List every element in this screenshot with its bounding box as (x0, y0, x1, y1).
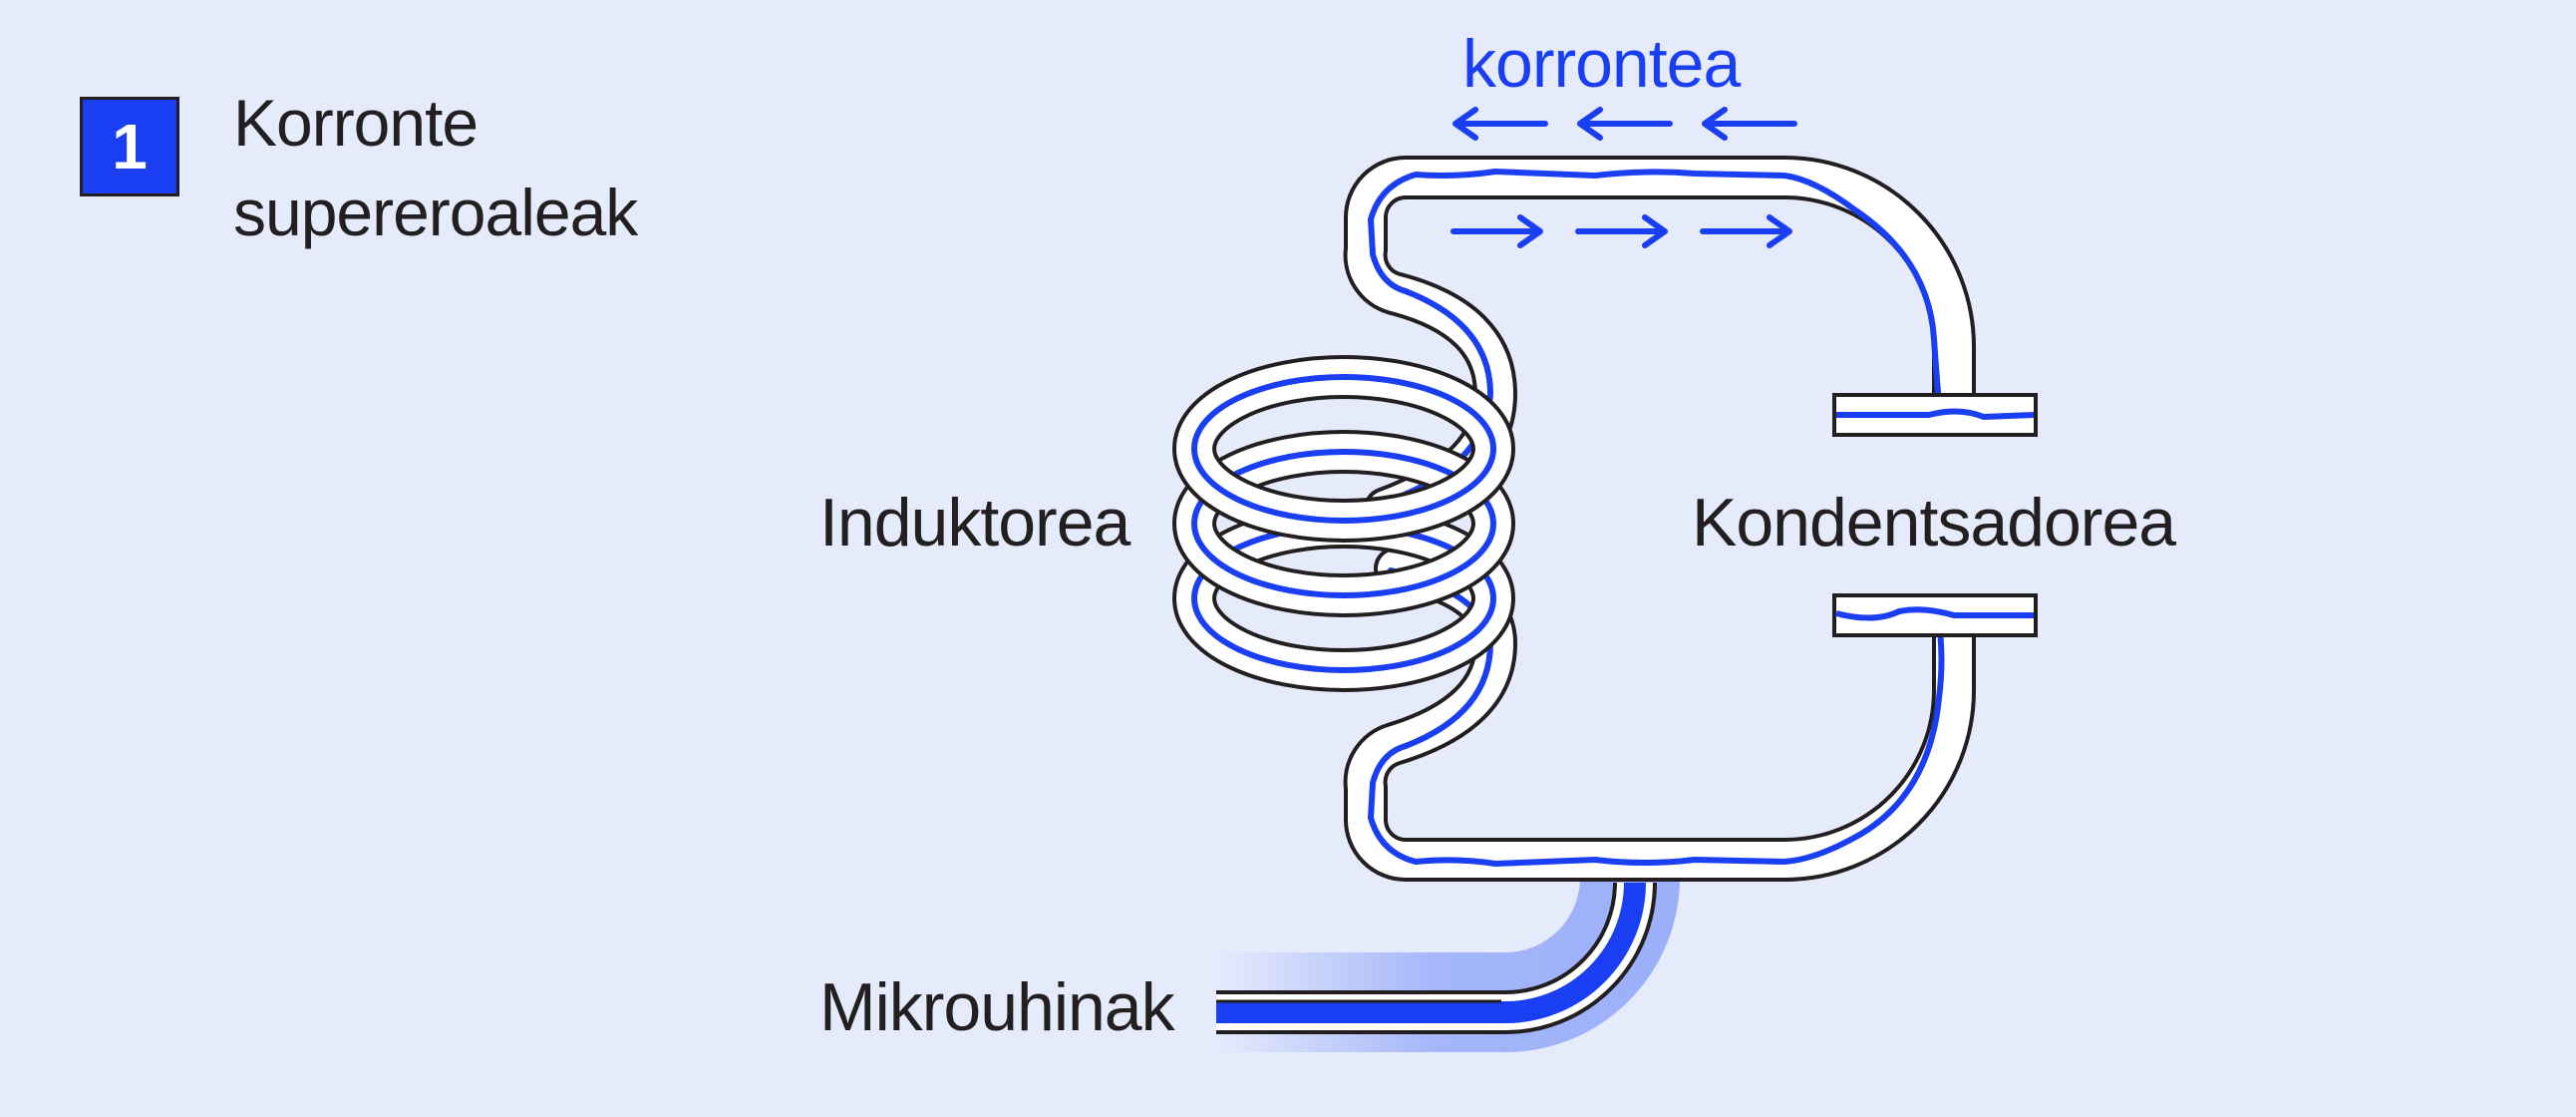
arrow-right-icon (1575, 214, 1668, 248)
diagram-title: Korronte supereroaleak (233, 86, 638, 249)
capacitor-bottom-plate (1832, 593, 2038, 637)
upper-circuit-branch (1343, 156, 1977, 531)
capacitor-label: Kondentsadorea (1692, 485, 2176, 560)
microwave-feed-line (1216, 882, 1657, 1034)
current-arrows-left (1452, 107, 1797, 141)
arrow-right-icon (1700, 214, 1792, 248)
inductor-label: Induktorea (819, 485, 1130, 560)
current-label: korrontea (1462, 26, 1741, 102)
arrow-left-icon (1577, 107, 1673, 141)
step-number-badge: 1 (80, 97, 179, 196)
arrow-left-icon (1702, 107, 1797, 141)
current-arrows-right (1450, 214, 1792, 248)
arrow-left-icon (1452, 107, 1548, 141)
inductor-coil (1172, 355, 1515, 692)
capacitor-top-plate (1832, 393, 2038, 437)
microwaves-label: Mikrouhinak (819, 969, 1175, 1045)
arrow-right-icon (1450, 214, 1543, 248)
